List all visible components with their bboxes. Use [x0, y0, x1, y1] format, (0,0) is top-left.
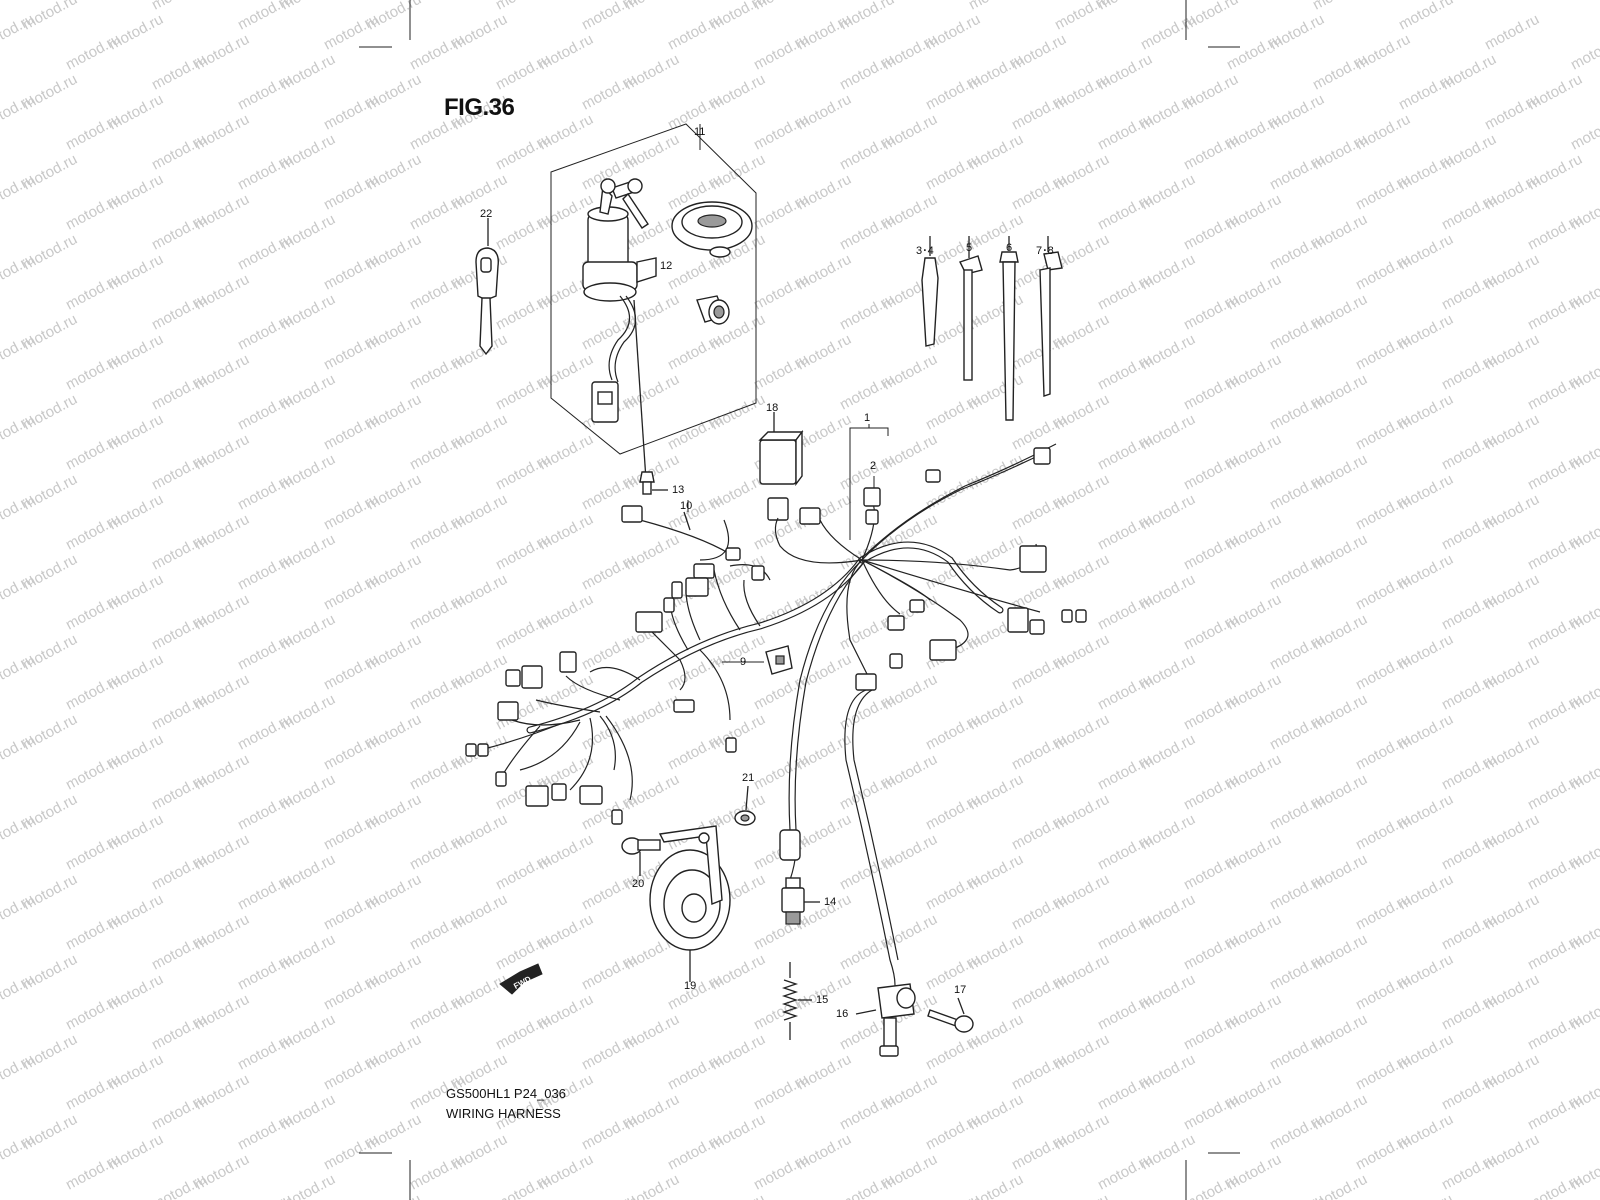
- clamps: [921, 236, 1063, 421]
- callout-22: 22: [480, 208, 493, 220]
- figure-title: FIG.36: [444, 94, 515, 121]
- callout-14: 14: [824, 896, 837, 908]
- callout-10: 10: [680, 500, 693, 512]
- callout-19: 19: [684, 980, 697, 992]
- bracket: [765, 645, 793, 675]
- ignition-set-box: [550, 123, 757, 455]
- crop-marks: [359, 0, 1240, 1200]
- ignition-switch: [582, 178, 657, 481]
- fuel-cap: [671, 201, 753, 258]
- key: [475, 218, 499, 356]
- callout-3-4: 3･4: [916, 245, 934, 257]
- model-code: GS500HL1 P24_036: [446, 1086, 566, 1101]
- callout-15: 15: [816, 994, 829, 1006]
- callout-5: 5: [966, 242, 973, 254]
- callout-21: 21: [742, 772, 755, 784]
- callout-12: 12: [660, 260, 673, 272]
- switch-leads: [779, 689, 899, 1001]
- callout-18: 18: [766, 402, 779, 414]
- callout-7-8: 7･8: [1036, 245, 1054, 257]
- callout-6: 6: [1006, 242, 1013, 254]
- callout-2: 2: [870, 460, 877, 472]
- callout-20: 20: [632, 878, 645, 890]
- seat-lock: [696, 295, 730, 325]
- main-harness: [479, 443, 1057, 831]
- horn: [621, 489, 756, 982]
- section-name: WIRING HARNESS: [446, 1106, 561, 1121]
- harness-connectors: [465, 447, 1087, 825]
- fwd-arrow-icon: FWD: [499, 963, 543, 995]
- relay: [758, 412, 804, 521]
- brake-switch: [855, 983, 974, 1057]
- callout-9: 9: [740, 656, 747, 668]
- spring: [781, 962, 812, 1040]
- callout-17: 17: [954, 984, 967, 996]
- callout-11: 11: [694, 126, 706, 138]
- callout-1: 1: [864, 412, 871, 424]
- callout-leaders: [687, 424, 889, 663]
- callout-16: 16: [836, 1008, 849, 1020]
- callout-13: 13: [672, 484, 685, 496]
- screw: [639, 471, 655, 495]
